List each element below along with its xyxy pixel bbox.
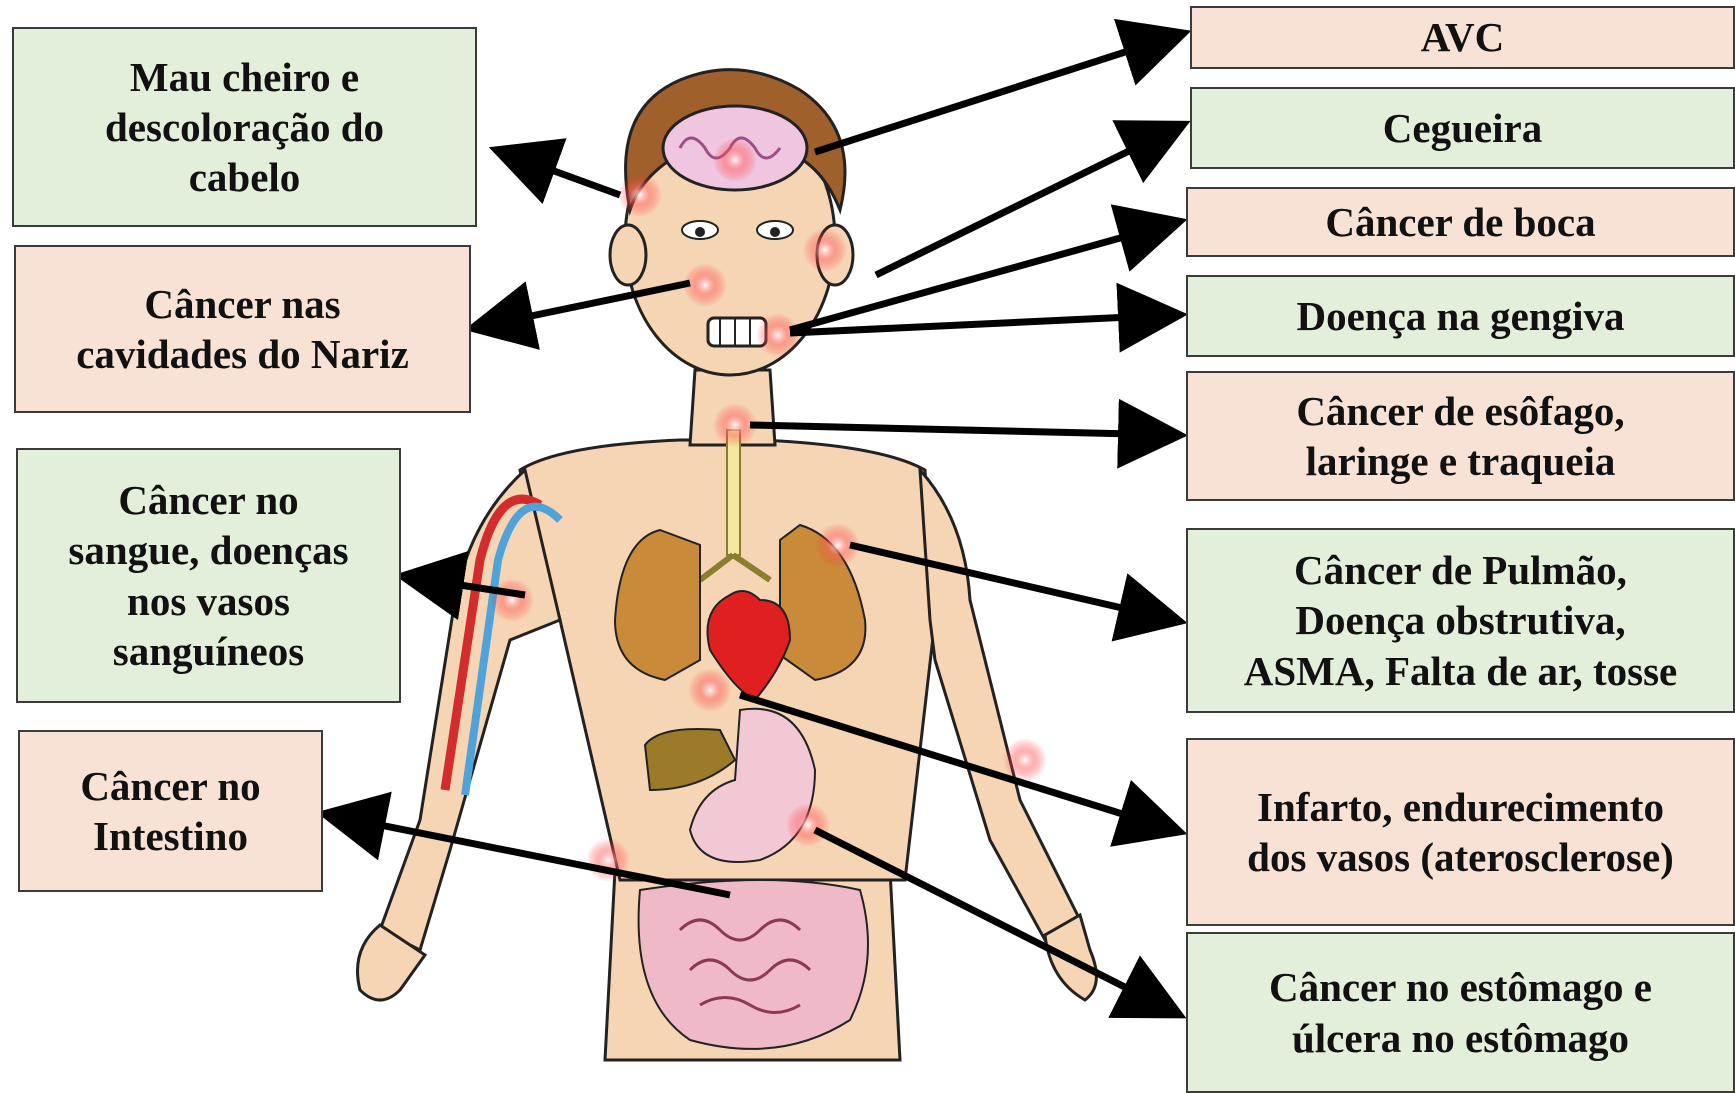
label-nose: Câncer nas cavidades do Nariz [14, 245, 471, 413]
label-gum: Doença na gengiva [1186, 275, 1735, 357]
label-stroke: AVC [1190, 6, 1735, 69]
label-hair: Mau cheiro e descoloração do cabelo [12, 27, 477, 227]
right-arm [920, 470, 1080, 940]
label-blood: Câncer no sangue, doenças nos vasos sang… [16, 448, 401, 703]
arrow-esophagus [750, 425, 1174, 435]
label-intestine: Câncer no Intestino [18, 730, 323, 892]
arrow-blindness [876, 127, 1178, 275]
trachea [727, 430, 740, 555]
arrow-hair [502, 152, 620, 195]
label-heart: Infarto, endurecimento dos vasos (ateros… [1186, 738, 1735, 926]
label-mouth: Câncer de boca [1186, 187, 1735, 257]
arrow-stroke [815, 35, 1178, 152]
label-blindness: Cegueira [1190, 87, 1735, 169]
intestine [639, 880, 868, 1049]
label-stomach: Câncer no estômago e úlcera no estômago [1186, 932, 1735, 1093]
arrow-gum [790, 315, 1174, 333]
label-lung: Câncer de Pulmão, Doença obstrutiva, ASM… [1186, 528, 1735, 713]
left-arm [380, 470, 560, 950]
left-ear [610, 225, 646, 285]
label-esophagus: Câncer de esôfago, laringe e traqueia [1186, 371, 1735, 501]
